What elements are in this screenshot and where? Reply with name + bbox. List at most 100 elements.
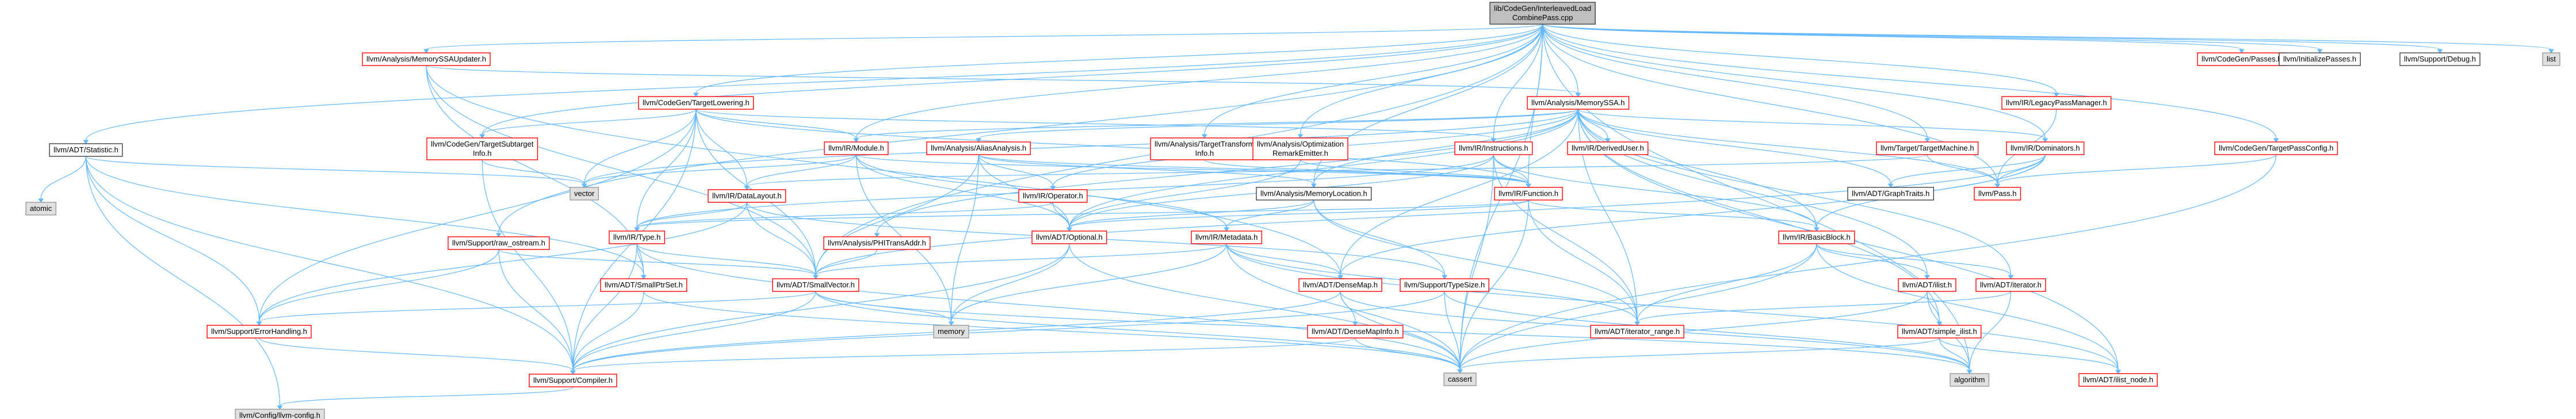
node-label: llvm/Analysis/MemorySSA.h [1531, 98, 1625, 107]
edge-N33-N38 [1816, 243, 1930, 279]
node-label: llvm/ADT/SmallVector.h [777, 280, 855, 289]
node-llvm-support-compiler-h[interactable]: llvm/Support/Compiler.h [529, 374, 617, 387]
node-label: llvm/IR/Metadata.h [1195, 233, 1258, 241]
edge-N25-N33 [1528, 199, 1820, 232]
node-llvm-initializepasses-h[interactable]: llvm/InitializePasses.h [2279, 52, 2361, 66]
node-llvm-support-raw-ostream-h[interactable]: llvm/Support/raw_ostream.h [448, 236, 550, 250]
node-llvm-ir-deriveduser-h[interactable]: llvm/IR/DerivedUser.h [1567, 141, 1649, 155]
node-label: cassert [1448, 375, 1472, 383]
edge-N32-N48 [1226, 243, 2121, 374]
edge-N45-N49 [277, 386, 574, 410]
node-label: llvm/Support/Compiler.h [533, 376, 613, 385]
node-box [1256, 187, 1372, 201]
node-box [823, 236, 931, 250]
node-label: llvm/CodeGen/TargetSubtarget [431, 140, 534, 148]
node-atomic[interactable]: atomic [25, 202, 56, 216]
node-llvm-ir-datalayout-h[interactable]: llvm/IR/DataLayout.h [708, 189, 786, 203]
node-llvm-config-llvm-config-h[interactable]: llvm/Config/llvm-config.h [235, 409, 325, 419]
node-box [600, 278, 687, 292]
node-llvm-ir-instructions-h[interactable]: llvm/IR/Instructions.h [1454, 141, 1533, 155]
node-box [1847, 187, 1935, 201]
edge-N25-N29 [634, 199, 1529, 232]
node-llvm-adt-densemap-h[interactable]: llvm/ADT/DenseMap.h [1298, 278, 1382, 292]
node-llvm-pass-h[interactable]: llvm/Pass.h [1974, 187, 2021, 201]
node-label: llvm/IR/BasicBlock.h [1783, 233, 1851, 241]
node-label: memory [938, 327, 965, 336]
node-llvm-adt-graphtraits-h[interactable]: llvm/ADT/GraphTraits.h [1847, 187, 1935, 201]
node-llvm-ir-legacypassmanager-h[interactable]: llvm/IR/LegacyPassManager.h [2001, 96, 2112, 110]
node-label: llvm/ADT/ilist.h [1902, 280, 1952, 289]
edge-N15-N25 [1493, 154, 1531, 188]
node-llvm-adt-densemapinfo-h[interactable]: llvm/ADT/DenseMapInfo.h [1307, 325, 1404, 339]
node-llvm-support-debug-h[interactable]: llvm/Support/Debug.h [2399, 52, 2481, 66]
edge-N1-N20 [38, 156, 86, 203]
node-llvm-analysis-memoryssaupdater-h[interactable]: llvm/Analysis/MemorySSAUpdater.h [362, 52, 491, 66]
edge-N33-N43 [1634, 243, 1817, 326]
node-llvm-codegen-targetlowering-h[interactable]: llvm/CodeGen/TargetLowering.h [638, 96, 754, 110]
node-llvm-ir-type-h[interactable]: llvm/IR/Type.h [609, 230, 666, 244]
node-llvm-ir-module-h[interactable]: llvm/IR/Module.h [824, 141, 889, 155]
edge-N0-N17 [1542, 24, 1931, 143]
node-label: list [2547, 55, 2556, 63]
node-memory[interactable]: memory [933, 325, 969, 339]
node-llvm-adt-ilist-node-h[interactable]: llvm/ADT/ilist_node.h [2078, 373, 2158, 387]
edge-N0-N3 [693, 24, 1543, 97]
node-llvm-analysis-aliasanalysis-h[interactable]: llvm/Analysis/AliasAnalysis.h [926, 141, 1031, 155]
edge-N29-N35 [636, 243, 819, 279]
edge-N30-N35 [812, 249, 877, 279]
node-llvm-target-targetmachine-h[interactable]: llvm/Target/TargetMachine.h [1876, 141, 1979, 155]
node-llvm-adt-smallvector-h[interactable]: llvm/ADT/SmallVector.h [772, 278, 859, 292]
node-llvm-ir-metadata-h[interactable]: llvm/IR/Metadata.h [1191, 230, 1263, 244]
node-box [448, 236, 550, 250]
node-llvm-adt-iterator-h[interactable]: llvm/ADT/iterator.h [1975, 278, 2046, 292]
node-label: llvm/Analysis/Optimization [1257, 140, 1344, 148]
node-box [2279, 52, 2361, 66]
node-llvm-adt-ilist-h[interactable]: llvm/ADT/ilist.h [1898, 278, 1956, 292]
node-llvm-ir-function-h[interactable]: llvm/IR/Function.h [1494, 187, 1563, 201]
node-llvm-adt-simple-ilist-h[interactable]: llvm/ADT/simple_ilist.h [1897, 325, 1982, 339]
edge-N0-N13 [1201, 24, 1543, 139]
node-label: llvm/IR/Instructions.h [1459, 144, 1528, 152]
edge-N24-N32 [1224, 199, 1314, 232]
edge-N40-N45 [258, 337, 576, 375]
edge-N11-N21 [581, 154, 857, 188]
node-box [2078, 373, 2158, 387]
node-box [638, 96, 754, 110]
edge-N0-N7 [1542, 24, 2323, 53]
node-llvm-analysis-memoryssa-h[interactable]: llvm/Analysis/MemorySSA.h [1527, 96, 1630, 110]
node-llvm-ir-dominators-h[interactable]: llvm/IR/Dominators.h [2006, 141, 2085, 155]
node-llvm-codegen-passes-h[interactable]: llvm/CodeGen/Passes.h [2197, 52, 2287, 66]
edge-N32-N46 [1226, 243, 1463, 374]
node-llvm-support-errorhandling-h[interactable]: llvm/Support/ErrorHandling.h [207, 325, 312, 339]
edge-N35-N40 [256, 291, 816, 326]
node-list[interactable]: list [2542, 52, 2560, 66]
node-llvm-adt-statistic-h[interactable]: llvm/ADT/Statistic.h [49, 143, 123, 157]
node-label: vector [574, 189, 595, 198]
node-llvm-adt-optional-h[interactable]: llvm/ADT/Optional.h [1031, 230, 1107, 244]
node-label: llvm/Analysis/MemoryLocation.h [1260, 189, 1367, 198]
node-box [2542, 52, 2560, 66]
node-box [1494, 187, 1563, 201]
edge-N0-N2 [423, 24, 1543, 53]
edge-N12-N24 [978, 154, 1317, 188]
node-label: llvm/IR/Module.h [828, 144, 884, 152]
node-cassert[interactable]: cassert [1443, 372, 1477, 386]
node-label: llvm/Support/Debug.h [2404, 55, 2476, 63]
node-llvm-analysis-memorylocation-h[interactable]: llvm/Analysis/MemoryLocation.h [1256, 187, 1372, 201]
edge-N1-N40 [85, 156, 262, 326]
node-llvm-adt-smallptrset-h[interactable]: llvm/ADT/SmallPtrSet.h [600, 278, 687, 292]
node-llvm-analysis-optimization-remarkemitter-h[interactable]: llvm/Analysis/OptimizationRemarkEmitter.… [1252, 137, 1348, 160]
node-vector[interactable]: vector [570, 187, 599, 201]
node-box [2399, 52, 2481, 66]
node-llvm-ir-operator-h[interactable]: llvm/IR/Operator.h [1018, 189, 1088, 203]
edge-N3-N11 [695, 109, 859, 143]
node-llvm-ir-basicblock-h[interactable]: llvm/IR/BasicBlock.h [1778, 230, 1855, 244]
node-llvm-analysis-phitransaddr-h[interactable]: llvm/Analysis/PHITransAddr.h [823, 236, 931, 250]
node-llvm-adt-iterator-range-h[interactable]: llvm/ADT/iterator_range.h [1590, 325, 1684, 339]
node-algorithm[interactable]: algorithm [1950, 373, 1990, 387]
node-llvm-codegen-targetpassconfig-h[interactable]: llvm/CodeGen/TargetPassConfig.h [2214, 141, 2338, 155]
node-llvm-support-typesize-h[interactable]: llvm/Support/TypeSize.h [1400, 278, 1489, 292]
